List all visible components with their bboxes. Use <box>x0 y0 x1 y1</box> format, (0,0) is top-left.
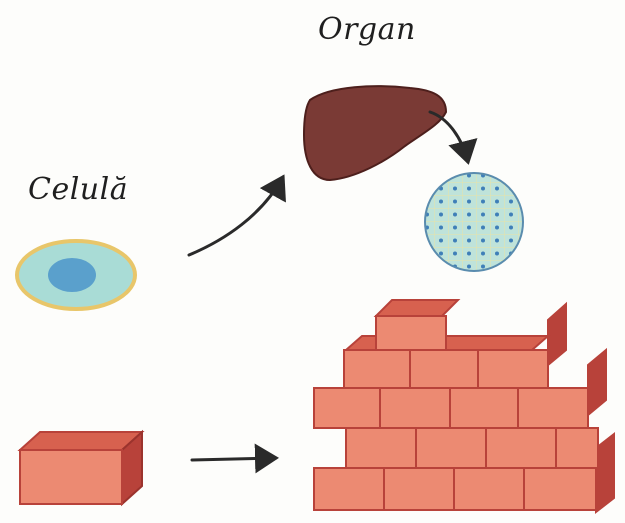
brick-wall-icon <box>314 300 614 512</box>
tissue-circle-icon <box>425 173 523 271</box>
cell-icon <box>17 241 135 309</box>
single-brick-icon <box>20 432 142 504</box>
liver-organ-icon <box>304 86 446 180</box>
curved-arrow-icon <box>189 177 283 255</box>
straight-arrow-icon <box>192 458 276 460</box>
